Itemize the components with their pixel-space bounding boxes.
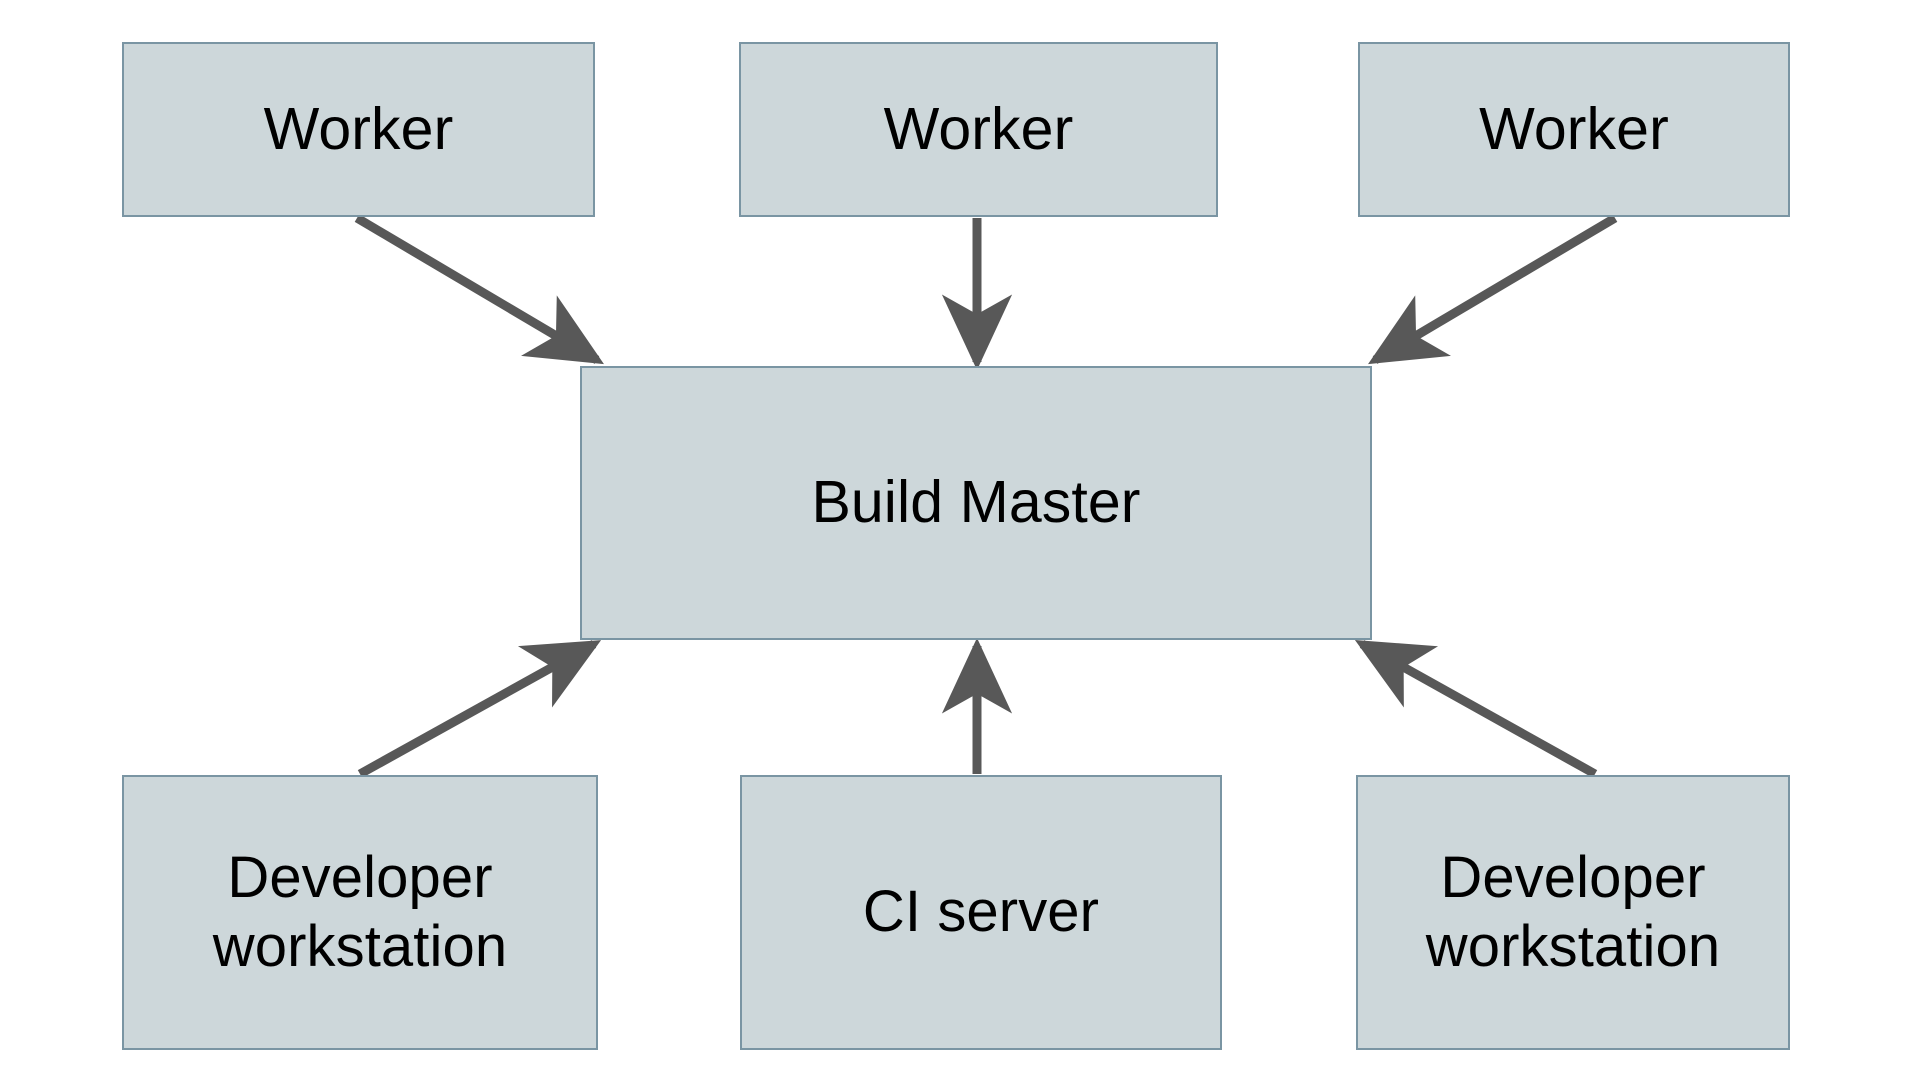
node-dev-workstation-left[interactable]: Developer workstation xyxy=(122,775,598,1050)
node-worker-3[interactable]: Worker xyxy=(1358,42,1790,217)
node-worker-2-label: Worker xyxy=(883,95,1074,162)
edge-worker-1-to-master xyxy=(354,214,604,365)
node-dev-workstation-right[interactable]: Developer workstation xyxy=(1356,775,1790,1050)
node-build-master[interactable]: Build Master xyxy=(580,366,1372,640)
edge-dev-right-to-master xyxy=(1354,640,1598,778)
node-ci-server-label: CI server xyxy=(862,879,1100,945)
node-worker-3-label: Worker xyxy=(1479,95,1669,162)
node-worker-1[interactable]: Worker xyxy=(122,42,595,217)
node-worker-1-label: Worker xyxy=(263,95,454,162)
edge-dev-left-to-master xyxy=(357,640,602,778)
node-build-master-label: Build Master xyxy=(811,469,1141,536)
edge-worker-3-to-master xyxy=(1368,214,1618,365)
node-worker-2[interactable]: Worker xyxy=(739,42,1218,217)
node-dev-workstation-left-label: Developer workstation xyxy=(212,845,508,979)
node-ci-server[interactable]: CI server xyxy=(740,775,1222,1050)
node-dev-workstation-right-label: Developer workstation xyxy=(1425,845,1721,979)
